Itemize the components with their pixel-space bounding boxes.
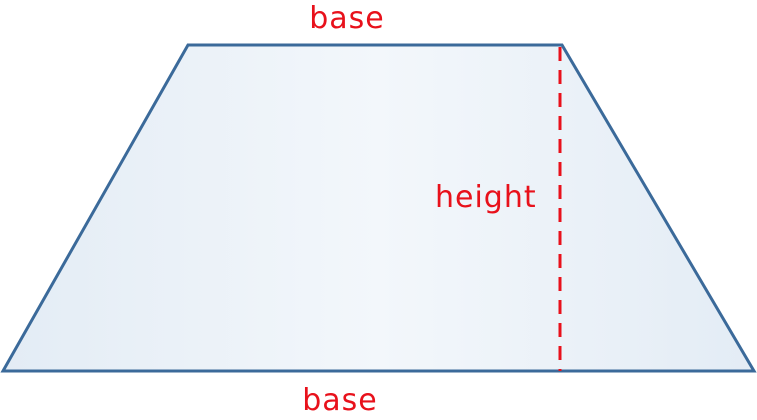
trapezoid-shape <box>0 43 757 373</box>
top-base-label: base <box>309 1 385 36</box>
height-label: height <box>435 180 537 215</box>
bottom-base-label: base <box>302 383 378 418</box>
